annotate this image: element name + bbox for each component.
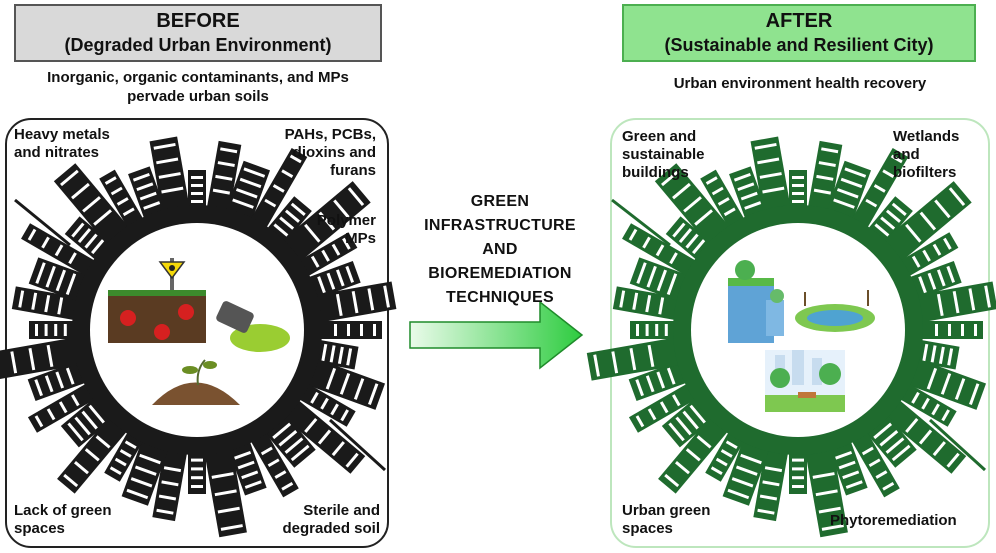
- building-icon: [874, 391, 967, 474]
- after-panel: [610, 118, 990, 548]
- building-icon: [0, 335, 92, 381]
- before-panel: [5, 118, 389, 548]
- before-title: BEFORE: [156, 10, 240, 32]
- after-header: AFTER (Sustainable and Resilient City): [622, 4, 976, 62]
- building-icon: [202, 435, 247, 538]
- after-title: AFTER: [765, 10, 833, 32]
- building-icon: [244, 147, 308, 240]
- before-caption-line1: Inorganic, organic contaminants, and MPs: [47, 69, 349, 86]
- building-icon: [302, 281, 397, 325]
- building-icon: [750, 136, 793, 225]
- building-icon: [654, 163, 739, 255]
- building-icon: [803, 435, 848, 538]
- building-icon: [57, 406, 136, 494]
- building-icon: [11, 286, 91, 323]
- after-caption: Urban environment health recovery: [673, 75, 927, 92]
- building-icon: [272, 181, 371, 271]
- transition-arrow-icon: [409, 300, 584, 370]
- building-icon: [628, 377, 708, 433]
- toxic-icon: [178, 304, 194, 320]
- building-icon: [873, 181, 972, 271]
- building-icon: [307, 321, 382, 339]
- after-subtitle: (Sustainable and Resilient City): [664, 35, 934, 55]
- soil-mound-icon: [152, 382, 240, 405]
- toxic-icon: [154, 324, 170, 340]
- building-icon: [753, 436, 791, 522]
- building-icon: [658, 406, 737, 494]
- building-icon: [896, 354, 987, 410]
- building-icon: [53, 163, 138, 255]
- after-skyline: [586, 136, 996, 538]
- building-icon: [586, 335, 693, 381]
- building-icon: [273, 391, 366, 474]
- building-icon: [908, 321, 983, 339]
- building-icon: [21, 223, 107, 283]
- building-icon: [612, 286, 692, 323]
- before-caption-line2: pervade urban soils: [127, 88, 269, 105]
- building-icon: [805, 140, 843, 224]
- building-icon: [622, 223, 708, 283]
- building-icon: [845, 147, 909, 240]
- label-phytoremediation: Phytoremediation: [830, 512, 957, 529]
- building-icon: [244, 420, 299, 498]
- toxic-icon: [120, 310, 136, 326]
- building-icon: [295, 354, 386, 410]
- before-header: BEFORE (Degraded Urban Environment): [14, 4, 382, 62]
- building-icon: [149, 136, 192, 225]
- building-icon: [27, 377, 107, 433]
- center-process-text: GREEN INFRASTRUCTURE AND BIOREMEDIATION …: [424, 193, 576, 306]
- building-icon: [152, 436, 190, 522]
- barrel-icon: [216, 301, 254, 333]
- before-subtitle: (Degraded Urban Environment): [64, 35, 332, 55]
- building-icon: [903, 281, 996, 325]
- building-icon: [845, 420, 900, 498]
- building-icon: [204, 140, 242, 224]
- green-city-illustration: [728, 260, 875, 412]
- contaminated-soil-illustration: [108, 258, 290, 405]
- before-caption: Inorganic, organic contaminants, and MPs…: [14, 68, 382, 106]
